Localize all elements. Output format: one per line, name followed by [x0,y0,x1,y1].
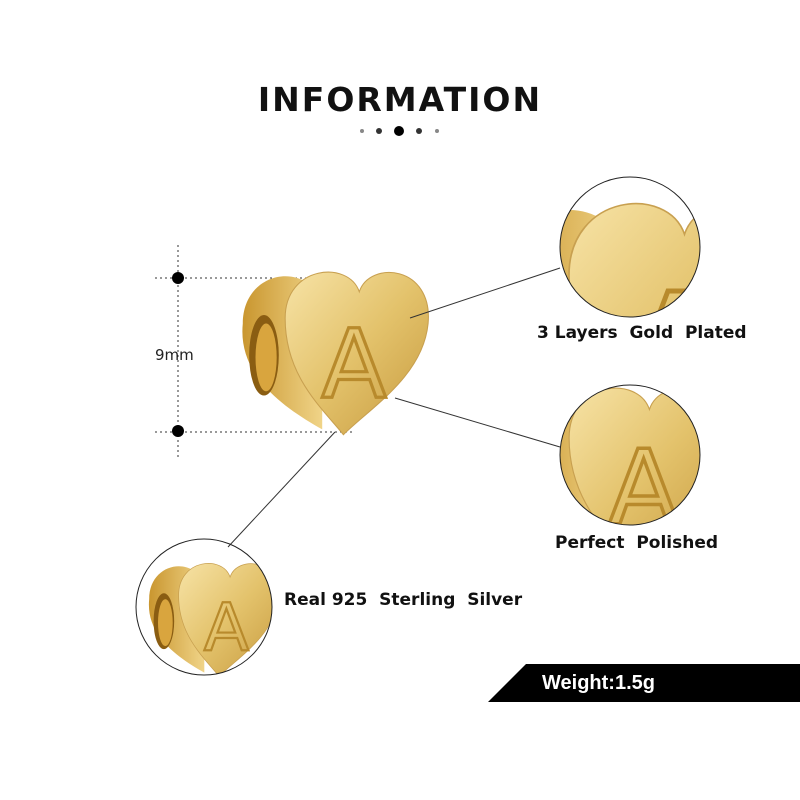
heart-charm-main [240,270,431,437]
zoom-silver [147,562,272,675]
feature-silver: Real 925 Sterling Silver [284,590,523,610]
weight-label: Weight:1.5g [542,672,655,694]
zoom-circle-middle [559,384,701,526]
page-title: INFORMATION [257,80,543,119]
callout-lines [227,267,561,548]
dimension-marker-bottom [172,425,184,437]
zoom-circle-bottom [135,538,273,676]
weight-banner: Weight:1.5g [488,664,800,702]
feature-polished: Perfect Polished [555,533,719,553]
zoom-circle-top [559,176,701,318]
dimension-label: 9mm [155,346,194,364]
pagination-dots [360,126,439,136]
feature-gold-plated: 3 Layers Gold Plated [537,323,747,343]
dimension-marker-top [172,272,184,284]
